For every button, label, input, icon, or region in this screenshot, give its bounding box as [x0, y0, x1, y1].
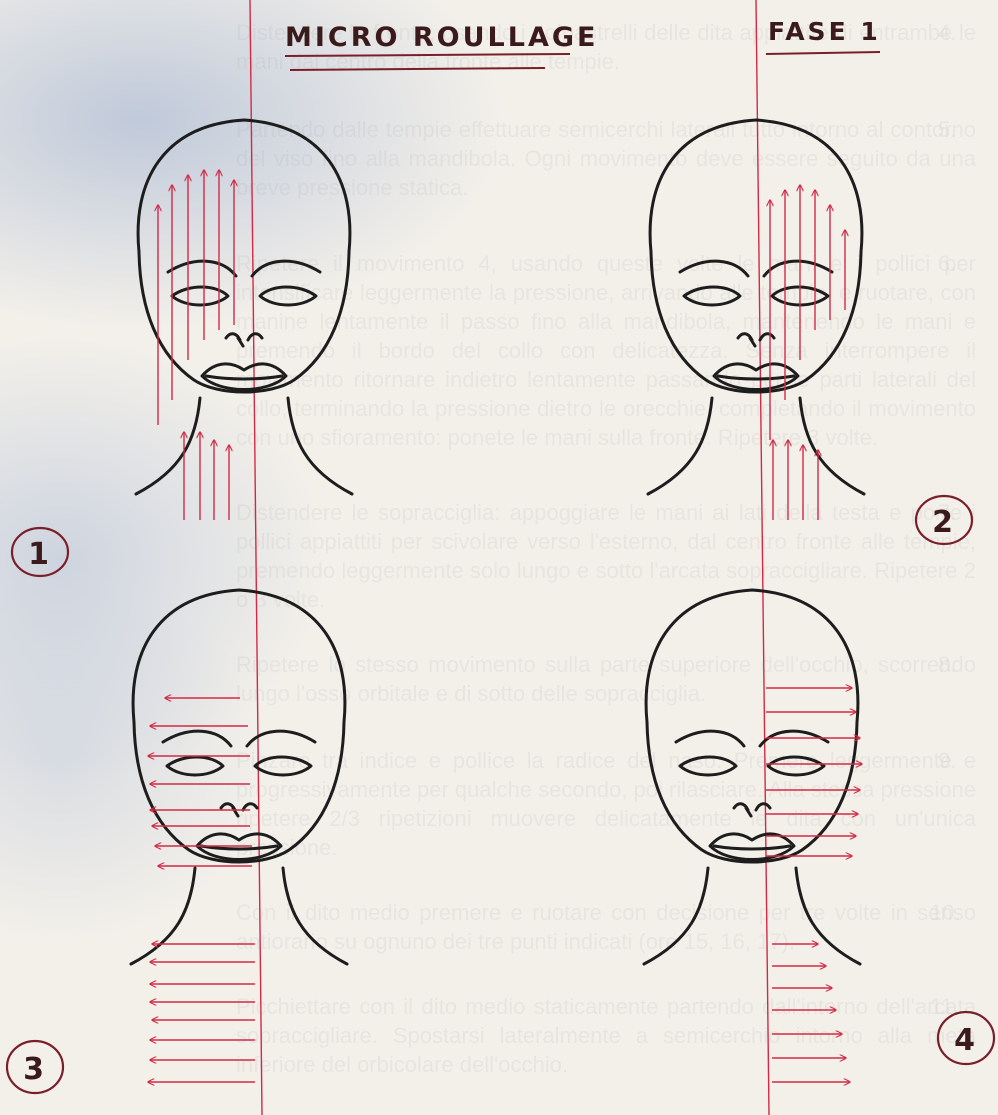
svg-text:1: 1 — [28, 537, 52, 572]
panel-number-2: 2 — [916, 496, 972, 544]
head-1 — [136, 120, 352, 494]
svg-text:3: 3 — [23, 1052, 47, 1087]
head-3 — [131, 590, 347, 964]
panel-number-3: 3 — [7, 1041, 63, 1093]
midline-right — [756, 0, 769, 1115]
svg-text:4: 4 — [954, 1023, 978, 1058]
diagram-title: MICRO ROULLAGE — [285, 22, 598, 53]
panel-number-4: 4 — [938, 1012, 994, 1064]
head-4 — [644, 590, 860, 964]
midline-left — [250, 0, 262, 1115]
svg-text:2: 2 — [932, 505, 956, 540]
title-underline — [290, 68, 545, 70]
phase-underline — [766, 52, 880, 54]
arrows-right — [766, 688, 862, 1082]
phase-label: FASE 1 — [768, 17, 881, 46]
arrows-left — [148, 698, 255, 1082]
head-2 — [648, 120, 864, 494]
title-underline — [285, 54, 570, 56]
panel-number-1: 1 — [12, 528, 68, 576]
arrows-up-left-face — [158, 170, 234, 520]
